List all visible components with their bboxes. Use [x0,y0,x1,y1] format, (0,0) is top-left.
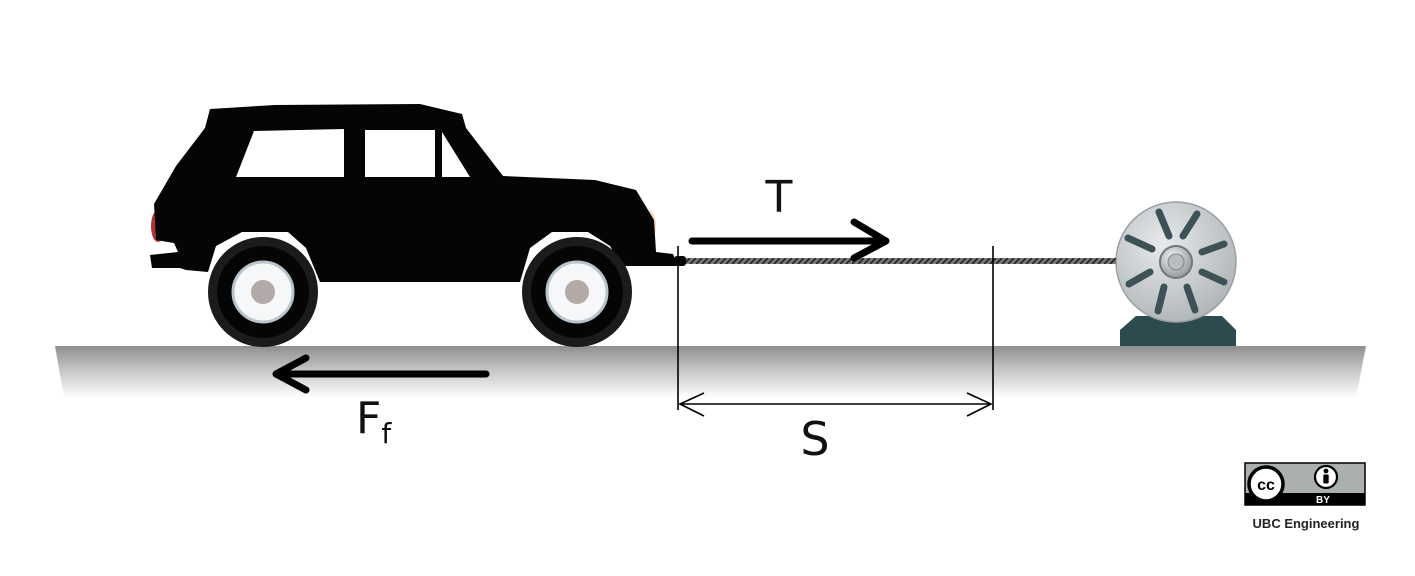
tow-hitch [674,256,686,266]
winch-spokes [1124,208,1228,315]
by-badge-text: BY [1316,495,1330,506]
ground [55,346,1366,398]
distance-label: S [800,412,829,466]
rear-window [236,129,344,177]
friction-label: Ff [356,393,392,450]
friction-label-subscript: f [381,417,392,450]
winch-cable [684,258,1116,264]
winch-base [1120,316,1236,346]
windshield [442,132,470,177]
cc-badge-text: cc [1257,477,1275,494]
front-wheel [522,237,632,347]
credit-text: UBC Engineering [1253,516,1360,531]
tension-label: T [765,172,793,223]
friction-arrow [272,354,490,394]
tension-arrow [688,218,890,262]
winch-icon [1115,201,1237,346]
rear-wheel [208,237,318,347]
distance-dimension [677,246,994,417]
front-window [365,130,435,177]
cc-by-icon: cc BY [1244,462,1366,506]
suv-icon [150,104,686,347]
friction-label-main: F [356,393,381,444]
